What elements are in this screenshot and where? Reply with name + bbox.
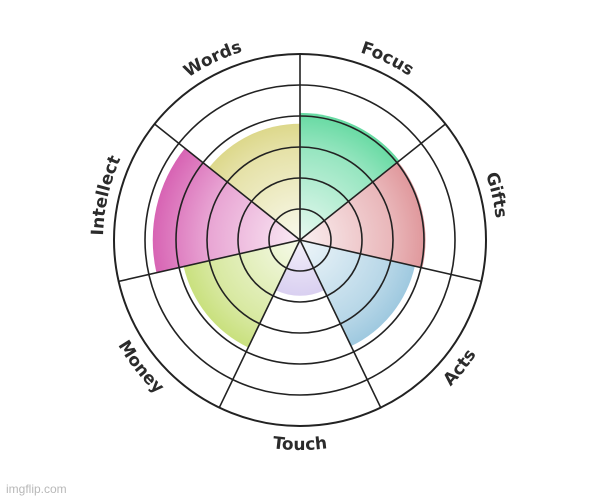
sector-intellect bbox=[152, 148, 300, 273]
spoke-line bbox=[154, 123, 301, 241]
spoke-line bbox=[299, 123, 446, 241]
spoke-line bbox=[218, 239, 301, 408]
sector-touch bbox=[275, 240, 325, 296]
category-label-gifts: Gifts bbox=[481, 170, 511, 219]
sector-focus bbox=[300, 112, 400, 240]
spoke-line bbox=[299, 239, 482, 283]
category-label-touch: Touch bbox=[272, 433, 328, 455]
spoke-line bbox=[299, 239, 382, 408]
watermark-text: imgflip.com bbox=[6, 482, 67, 496]
spoke-line bbox=[118, 239, 301, 283]
sector-words bbox=[209, 123, 300, 240]
sector-money bbox=[183, 240, 300, 348]
sector-acts bbox=[300, 240, 415, 347]
